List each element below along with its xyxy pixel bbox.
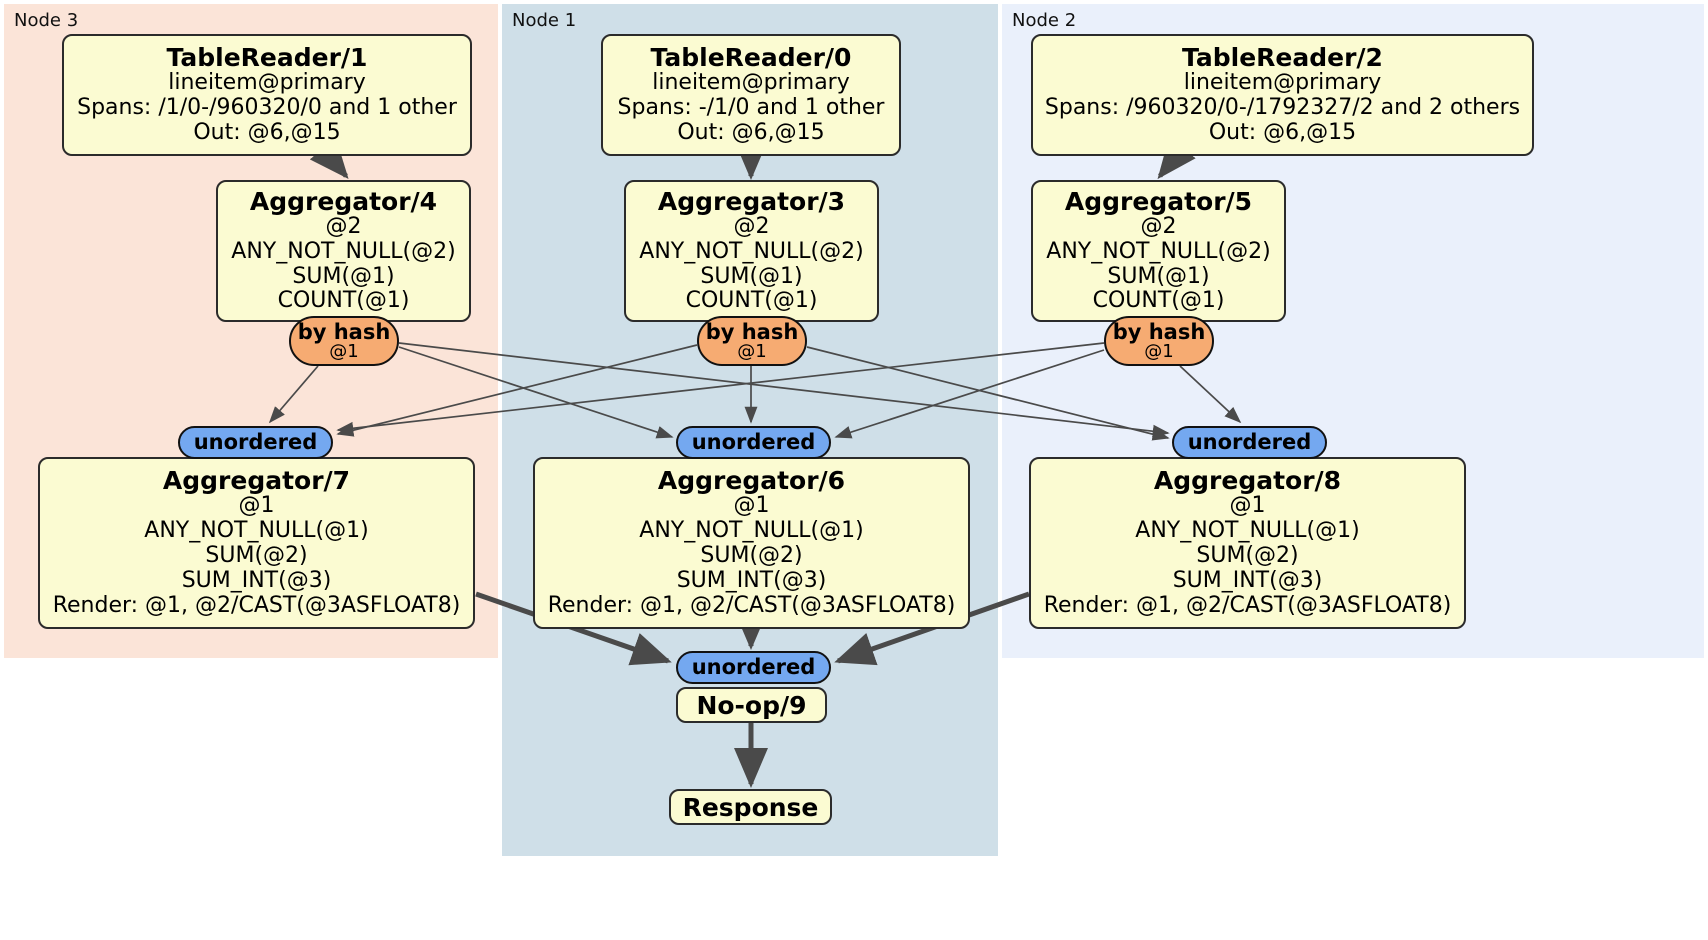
processor-detail-line: Render: @1, @2/CAST(@3ASFLOAT8) [1043,592,1452,618]
processor-detail-line: SUM(@1) [700,263,803,289]
processor-detail-line: COUNT(@1) [1092,288,1225,314]
stream-unord-noop[interactable]: unordered [676,651,831,684]
stream-sublabel: @1 [329,340,359,362]
processor-detail-line: Spans: -/1/0 and 1 other [617,95,885,121]
processor-detail-line: Render: @1, @2/CAST(@3ASFLOAT8) [52,592,461,618]
stream-label: by hash [297,319,391,344]
stream-hash-a3[interactable]: by hash@1 [697,316,807,366]
stream-label: unordered [691,655,816,680]
processor-title: TableReader/1 [166,43,368,73]
processor-detail-line: Out: @6,@15 [193,119,341,145]
processor-detail-line: SUM(@1) [1107,263,1210,289]
processor-detail-line: SUM(@2) [700,543,803,569]
processor-detail-line: ANY_NOT_NULL(@1) [144,518,369,544]
processor-detail-line: ANY_NOT_NULL(@2) [639,238,864,264]
processor-detail-line: Render: @1, @2/CAST(@3ASFLOAT8) [547,592,956,618]
node-region-label: Node 2 [1012,10,1077,31]
stream-label: unordered [691,430,816,455]
processor-title: TableReader/0 [650,43,852,73]
processor-title: No-op/9 [696,690,807,720]
stream-label: by hash [705,319,799,344]
processor-detail-line: lineitem@primary [168,70,366,96]
processor-detail-line: Spans: /960320/0-/1792327/2 and 2 others [1044,95,1521,121]
stream-sublabel: @1 [737,340,767,362]
processor-title: Response [682,792,819,822]
stream-unord-a7[interactable]: unordered [178,426,333,459]
stream-sublabel: @1 [1144,340,1174,362]
stream-label: by hash [1112,319,1206,344]
stream-label: unordered [193,430,318,455]
processor-detail-line: @2 [733,213,770,239]
processor-detail-line: ANY_NOT_NULL(@1) [1135,518,1360,544]
node-region-label: Node 1 [512,10,577,31]
processor-detail-line: @2 [1140,213,1177,239]
processor-response[interactable]: Response [669,789,832,825]
processor-detail-line: ANY_NOT_NULL(@2) [231,238,456,264]
processor-detail-line: SUM(@2) [205,543,308,569]
processor-title: Aggregator/6 [657,466,846,496]
processor-detail-line: lineitem@primary [1183,70,1382,96]
processor-detail-line: @1 [733,493,770,519]
processor-detail-line: @1 [238,493,275,519]
processor-title: Aggregator/4 [249,186,438,216]
processor-title: Aggregator/3 [657,186,846,216]
node-region-label: Node 3 [14,10,79,31]
processor-title: Aggregator/8 [1153,466,1342,496]
stream-unord-a8[interactable]: unordered [1172,426,1327,459]
processor-detail-line: COUNT(@1) [277,288,410,314]
stream-hash-a4[interactable]: by hash@1 [289,316,399,366]
processor-detail-line: Out: @6,@15 [677,119,825,145]
processor-detail-line: SUM_INT(@3) [676,567,827,593]
processor-detail-line: Out: @6,@15 [1208,119,1357,145]
stream-unord-a6[interactable]: unordered [676,426,831,459]
processor-detail-line: SUM_INT(@3) [1172,567,1323,593]
processor-detail-line: @1 [1229,493,1266,519]
processor-detail-line: SUM_INT(@3) [181,567,332,593]
processor-detail-line: Spans: /1/0-/960320/0 and 1 other [77,95,457,121]
processor-detail-line: ANY_NOT_NULL(@2) [1046,238,1271,264]
processor-detail-line: @2 [325,213,362,239]
processor-detail-line: lineitem@primary [652,70,850,96]
processor-title: Aggregator/5 [1064,186,1253,216]
processor-detail-line: SUM(@2) [1196,543,1299,569]
stream-hash-a5[interactable]: by hash@1 [1104,316,1214,366]
processor-detail-line: ANY_NOT_NULL(@1) [639,518,864,544]
processor-title: Aggregator/7 [162,466,351,496]
processor-noop9[interactable]: No-op/9 [676,687,827,723]
stream-label: unordered [1187,430,1312,455]
processor-detail-line: SUM(@1) [292,263,395,289]
processor-detail-line: COUNT(@1) [685,288,818,314]
processor-title: TableReader/2 [1182,43,1383,73]
